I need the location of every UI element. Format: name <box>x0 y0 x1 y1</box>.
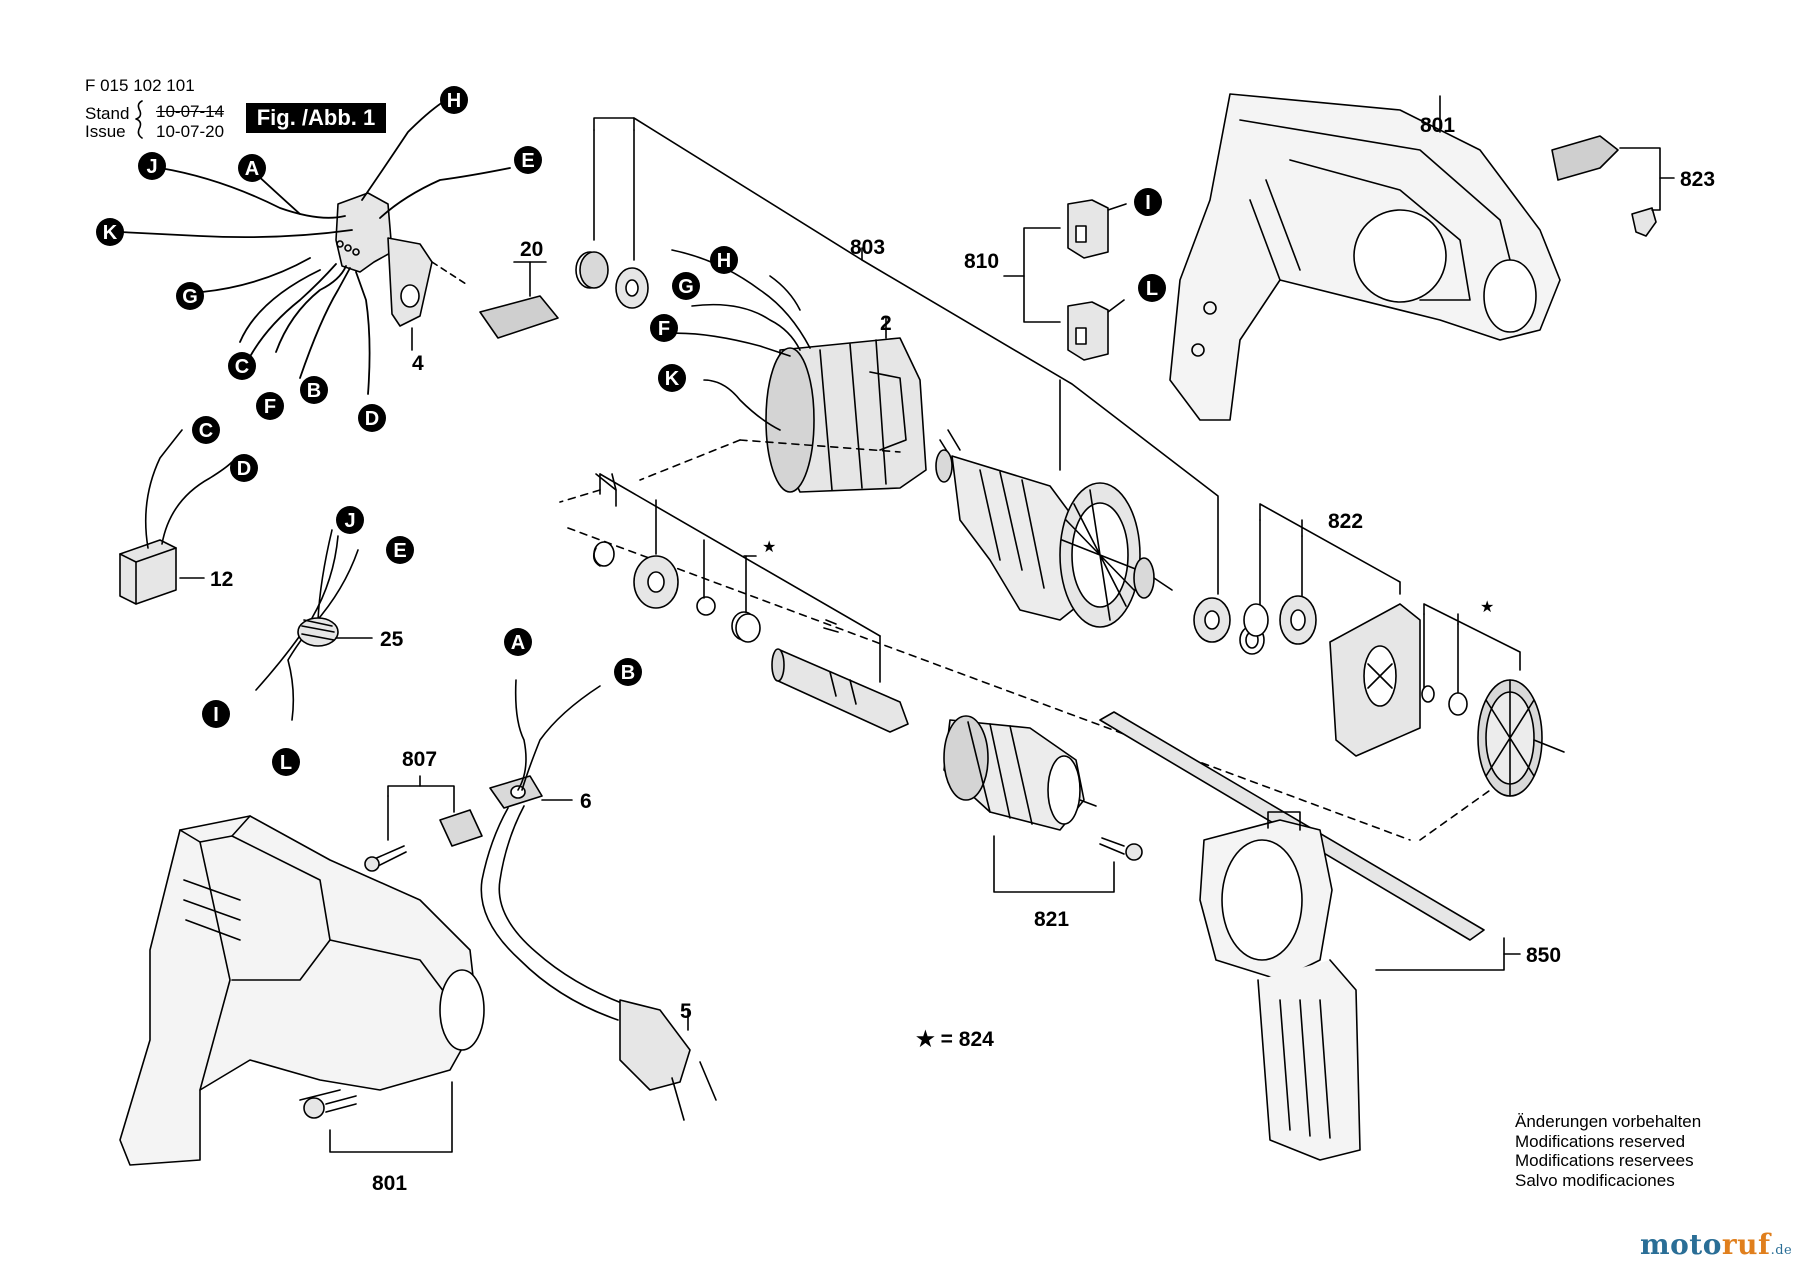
callout-c-top: C <box>235 356 249 378</box>
callout-j-top: J <box>146 156 157 178</box>
label-part-20: 20 <box>520 238 543 261</box>
callout-i-brush: I <box>1145 192 1151 214</box>
callout-k-top: K <box>103 222 118 244</box>
part-20-plate <box>479 261 559 339</box>
note-german: Änderungen vorbehalten <box>1515 1112 1702 1131</box>
spindle-group <box>592 473 909 733</box>
callout-d-capacitor: D <box>237 458 251 480</box>
bearing-ring-803 <box>575 251 649 309</box>
label-part-5: 5 <box>680 1000 692 1023</box>
axis-dashed-upper <box>559 439 741 503</box>
note-english: Modifications reserved <box>1515 1131 1686 1151</box>
header-brace <box>135 100 143 139</box>
part-823-slider <box>1551 135 1675 237</box>
callout-g-stator: G <box>678 276 694 298</box>
axis-dashed-lower <box>567 527 1411 841</box>
brand-tld: .de <box>1770 1243 1793 1258</box>
callout-a-top: A <box>245 158 259 180</box>
label-part-2: 2 <box>880 312 892 335</box>
callout-f-stator: F <box>658 318 670 340</box>
label-part-801-screw: 801 <box>372 1172 407 1195</box>
callout-h-stator: H <box>717 250 731 272</box>
brand-logo[interactable]: motoruf.de <box>1640 1228 1792 1261</box>
label-part-850: 850 <box>1526 944 1561 967</box>
part-25-cable-tie <box>255 529 373 721</box>
brand-part2: ruf <box>1721 1228 1771 1261</box>
callout-d-top: D <box>365 408 379 430</box>
part-807-clamp <box>364 775 483 872</box>
figure-label: Fig. /Abb. 1 <box>246 103 386 133</box>
issue-date: 10-07-20 <box>156 122 225 141</box>
part-810-brushes <box>1003 199 1127 361</box>
callout-e-tie: E <box>393 540 406 562</box>
note-french: Modifications reservees <box>1515 1151 1694 1170</box>
modification-notes: Änderungen vorbehalten Modifications res… <box>1515 1112 1701 1190</box>
star-marker-spindle: ★ <box>762 537 776 556</box>
part-2-stator <box>659 249 927 493</box>
brand-part1: moto <box>1640 1228 1722 1261</box>
callout-g-top: G <box>182 286 198 308</box>
label-part-6: 6 <box>580 790 592 813</box>
callout-circles: H A J E K G C F B D C D J E I L A B H G … <box>96 86 1166 776</box>
label-part-823: 823 <box>1680 168 1715 191</box>
part-801-housing <box>1169 93 1561 421</box>
label-part-803: 803 <box>850 236 885 259</box>
assembled-drill <box>119 815 485 1166</box>
callout-f-top: F <box>264 396 276 418</box>
part-850-side-handle <box>1099 711 1521 1161</box>
part-803-leader <box>633 117 1219 595</box>
part-822-gear-flange <box>1243 503 1421 757</box>
switch-assembly <box>335 192 467 351</box>
label-part-821: 821 <box>1034 908 1069 931</box>
axis-dashed-mid <box>739 439 901 453</box>
armature <box>935 429 1173 628</box>
callout-j-tie: J <box>344 510 355 532</box>
star-legend: ★ = 824 <box>916 1028 994 1051</box>
label-part-12: 12 <box>210 568 233 591</box>
label-part-801-housing: 801 <box>1420 114 1455 137</box>
stand-label: Stand <box>85 104 130 123</box>
part-803-bracket <box>593 117 635 131</box>
part-803-bracket-legs <box>593 129 635 261</box>
callout-i-tie: I <box>213 704 219 726</box>
part-6-power-cord <box>480 679 625 1021</box>
label-part-25: 25 <box>380 628 404 651</box>
label-part-822: 822 <box>1328 510 1363 533</box>
stand-date: 10-07-14 <box>156 102 225 121</box>
callout-a-cord: A <box>511 632 525 654</box>
callout-k-stator: K <box>665 368 680 390</box>
label-part-4: 4 <box>412 352 424 375</box>
part-12-capacitor <box>119 429 233 605</box>
callout-h-top: H <box>447 90 461 112</box>
callout-e-top: E <box>521 150 534 172</box>
part-5-plug <box>619 999 717 1121</box>
label-part-807: 807 <box>402 748 437 771</box>
callout-b-top: B <box>307 380 321 402</box>
note-spanish: Salvo modificaciones <box>1515 1170 1675 1190</box>
callout-l-tie: L <box>280 752 292 774</box>
issue-label: Issue <box>85 122 126 141</box>
callout-c-capacitor: C <box>199 420 213 442</box>
switch-wires <box>119 99 511 395</box>
callout-l-brush: L <box>1146 278 1158 300</box>
star-marker-gear: ★ <box>1480 597 1494 616</box>
document-number: F 015 102 101 <box>85 76 195 95</box>
star-gear-group <box>1421 603 1565 797</box>
part-821-chuck <box>943 715 1143 893</box>
callout-b-cord: B <box>621 662 635 684</box>
part-number-labels: 20 4 12 25 803 2 810 801 823 822 807 6 5… <box>210 114 1715 1195</box>
label-part-810: 810 <box>964 250 999 273</box>
